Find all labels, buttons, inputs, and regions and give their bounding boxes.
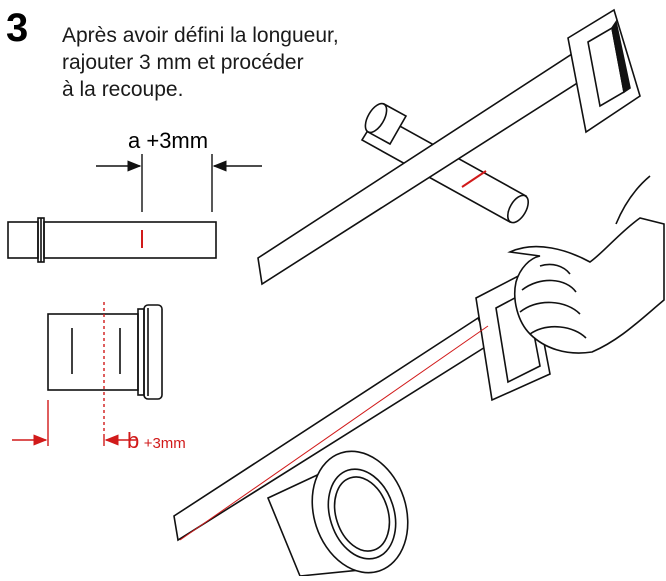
dimension-b-lines: [12, 400, 136, 446]
instruction-line-2: rajouter 3 mm et procéder: [62, 51, 304, 74]
lower-cut-guide: [179, 325, 489, 541]
socket-on-saw: [266, 450, 409, 577]
step-number: 3: [6, 6, 29, 50]
dimension-b-letter: b: [127, 428, 140, 453]
socket-fitting: [47, 304, 163, 400]
upper-cut-mark: [461, 170, 487, 188]
hand: [507, 175, 665, 354]
upper-saw: [257, 8, 641, 286]
instruction-line-1: Après avoir défini la longueur,: [62, 24, 339, 47]
dimension-b-value: +3mm: [143, 435, 186, 452]
instruction-text: Après avoir défini la longueur, rajouter…: [62, 22, 462, 103]
dimension-a-label: a +3mm: [128, 128, 209, 153]
pipe-side-view: [7, 217, 217, 263]
dimension-a-lines: [96, 154, 262, 212]
instruction-line-3: à la recoupe.: [62, 78, 184, 101]
dimension-b-label: b +3mm: [127, 428, 186, 454]
